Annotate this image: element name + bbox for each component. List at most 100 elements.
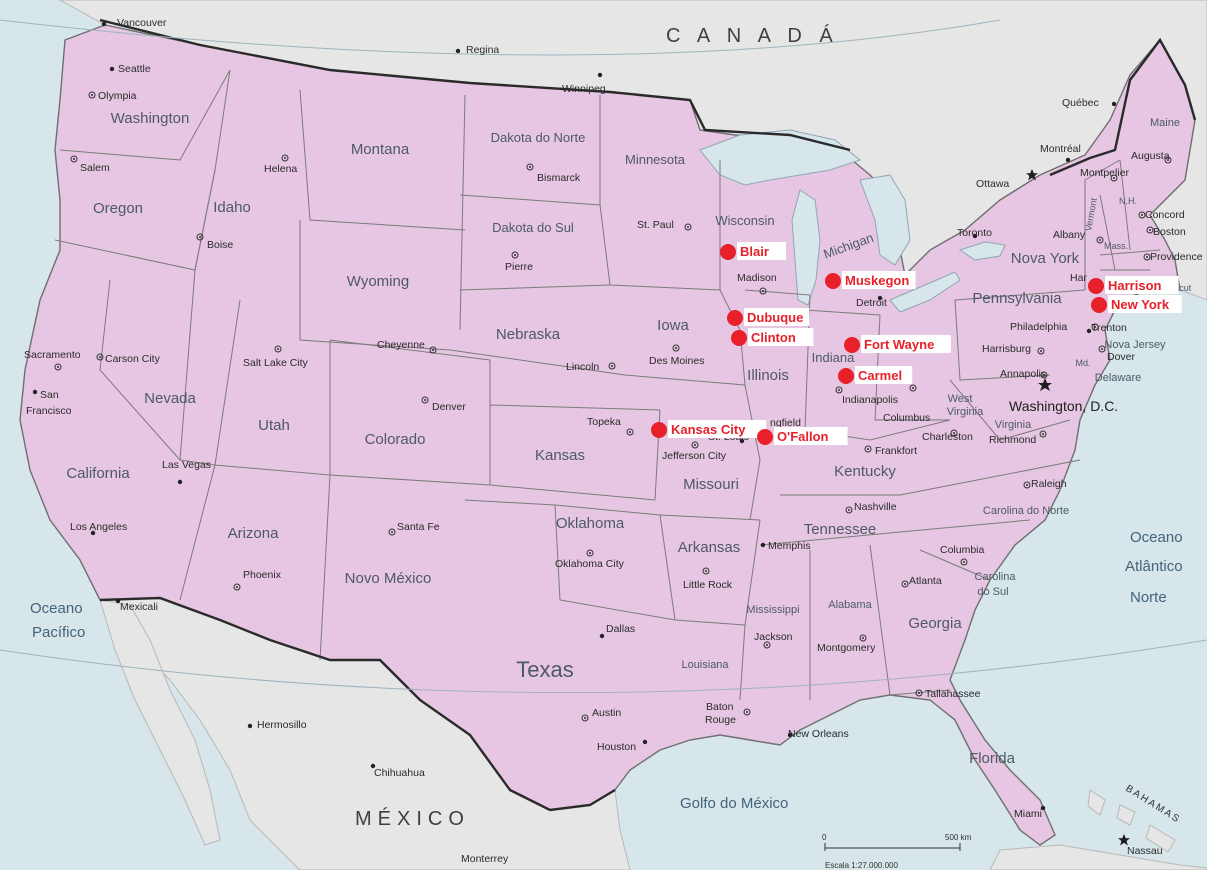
capital-frankfort-center xyxy=(867,448,869,450)
capital-nashville-center xyxy=(848,509,850,511)
capital-jackson-icon xyxy=(763,641,771,649)
canada-label: C A N A D Á xyxy=(666,24,839,47)
marker-clinton-dot[interactable] xyxy=(731,330,747,346)
us-canada-border-east xyxy=(1049,37,1197,177)
capital-montpelier-icon xyxy=(1110,174,1118,182)
marker-dubuque-dot[interactable] xyxy=(727,310,743,326)
city-label-des-moines: Des Moines xyxy=(649,355,704,367)
capital-bismarck-center xyxy=(529,166,531,168)
marker-ofallon-dot[interactable] xyxy=(757,429,773,445)
capital-st-paul-center xyxy=(687,226,689,228)
state-label-illinois: Illinois xyxy=(747,367,789,384)
us-mexico-border xyxy=(99,596,616,812)
capital-phoenix-center xyxy=(236,586,238,588)
lake-erie xyxy=(889,271,961,313)
marker-ofallon[interactable]: O'Fallon xyxy=(757,427,848,445)
capital-atlanta-center xyxy=(904,583,906,585)
state-label-south-carolina-2: do Sul xyxy=(977,586,1008,598)
marker-blair-dot[interactable] xyxy=(720,244,736,260)
capital-dover-icon xyxy=(1098,345,1106,353)
marker-clinton-label: Clinton xyxy=(751,330,796,345)
capital-topeka-icon xyxy=(626,428,634,436)
state-label-california: California xyxy=(66,465,130,482)
marker-kansas-city-dot[interactable] xyxy=(651,422,667,438)
city-label-monterrey: Monterrey xyxy=(461,853,509,865)
capital-little-rock-icon xyxy=(702,567,710,575)
capital-helena-center xyxy=(284,157,286,159)
state-label-new-mexico: Novo México xyxy=(345,570,432,587)
city-label-dallas: Dallas xyxy=(606,623,635,635)
city-label-detroit: Detroit xyxy=(856,297,887,309)
marker-fort-wayne-label: Fort Wayne xyxy=(864,337,934,352)
city-label-denver: Denver xyxy=(432,401,466,413)
washington-dc: Washington, D.C. xyxy=(1009,378,1118,414)
capital-salt-lake-center xyxy=(277,348,279,350)
water-labels: Oceano Pacífico Oceano Atlântico Norte G… xyxy=(30,529,1183,812)
marker-new-york-dot[interactable] xyxy=(1091,297,1107,313)
city-dot-los-angeles xyxy=(90,530,96,536)
capital-santa-fe-icon xyxy=(388,528,396,536)
capital-columbus-center xyxy=(912,387,914,389)
capital-montgomery-icon xyxy=(859,634,867,642)
city-label-pierre: Pierre xyxy=(505,261,533,273)
marker-dubuque[interactable]: Dubuque xyxy=(727,308,810,326)
city-label-harrisburg: Harrisburg xyxy=(982,343,1031,355)
state-label-south-dakota: Dakota do Sul xyxy=(492,220,574,235)
state-label-iowa: Iowa xyxy=(657,317,689,334)
capital-boston-center xyxy=(1149,229,1151,231)
marker-dubuque-label: Dubuque xyxy=(747,310,803,325)
pacific-label-1: Oceano xyxy=(30,600,83,617)
capital-indianapolis-icon xyxy=(835,386,843,394)
marker-muskegon-dot[interactable] xyxy=(825,273,841,289)
state-label-washington: Washington xyxy=(111,110,190,127)
marker-blair[interactable]: Blair xyxy=(720,242,786,260)
capital-salt-lake-icon xyxy=(274,345,282,353)
marker-ofallon-label: O'Fallon xyxy=(777,429,829,444)
capital-concord-icon xyxy=(1138,211,1146,219)
state-label-texas: Texas xyxy=(516,657,573,682)
marker-harrison-label-bg xyxy=(1105,276,1179,294)
marker-carmel[interactable]: Carmel xyxy=(838,366,913,384)
baja-peninsula xyxy=(99,599,221,846)
state-label-florida: Florida xyxy=(969,750,1016,767)
city-label-bismarck: Bismarck xyxy=(537,172,581,184)
marker-carmel-label: Carmel xyxy=(858,368,902,383)
city-label-hartford: Har xyxy=(1070,272,1087,284)
city-labels: VancouverReginaWinnipegQuébecMontréalOtt… xyxy=(24,17,1203,865)
capital-santa-fe-center xyxy=(391,531,393,533)
pacific-label-2: Pacífico xyxy=(32,624,85,641)
state-label-montana: Montana xyxy=(351,141,410,158)
capital-trenton-center xyxy=(1094,326,1096,328)
bahamas-islands xyxy=(1087,789,1176,853)
atlantic-label-3: Norte xyxy=(1130,589,1167,606)
marker-fort-wayne-dot[interactable] xyxy=(844,337,860,353)
capital-helena-icon xyxy=(281,154,289,162)
city-dot-philadelphia xyxy=(1086,328,1092,334)
marker-clinton[interactable]: Clinton xyxy=(731,328,814,346)
marker-kansas-city[interactable]: Kansas City xyxy=(651,420,767,438)
city-label-boston: Boston xyxy=(1153,226,1186,238)
state-label-delaware: Delaware xyxy=(1095,372,1141,384)
city-dot-chihuahua xyxy=(370,763,376,769)
capital-pierre-center xyxy=(514,254,516,256)
marker-carmel-dot[interactable] xyxy=(838,368,854,384)
capital-tallahassee-center xyxy=(918,692,920,694)
lake-huron xyxy=(859,174,911,266)
marker-harrison[interactable]: Harrison xyxy=(1088,276,1179,294)
state-label-mississippi: Mississippi xyxy=(746,604,799,616)
marker-clinton-label-bg xyxy=(748,328,814,346)
marker-fort-wayne[interactable]: Fort Wayne xyxy=(844,335,951,353)
state-label-maine: Maine xyxy=(1150,117,1180,129)
state-label-arkansas: Arkansas xyxy=(678,539,741,556)
city-label-jefferson-city: Jefferson City xyxy=(662,450,727,462)
marker-muskegon[interactable]: Muskegon xyxy=(825,271,916,289)
marker-harrison-dot[interactable] xyxy=(1088,278,1104,294)
state-label-alabama: Alabama xyxy=(828,599,872,611)
marker-new-york[interactable]: New York xyxy=(1091,295,1182,313)
state-label-georgia: Georgia xyxy=(908,615,962,632)
capital-boise-center xyxy=(199,236,201,238)
capital-des-moines-center xyxy=(675,347,677,349)
state-label-connecticut: ticut xyxy=(1175,283,1192,293)
scale-caption: Escala 1:27.000.000 xyxy=(825,861,898,870)
